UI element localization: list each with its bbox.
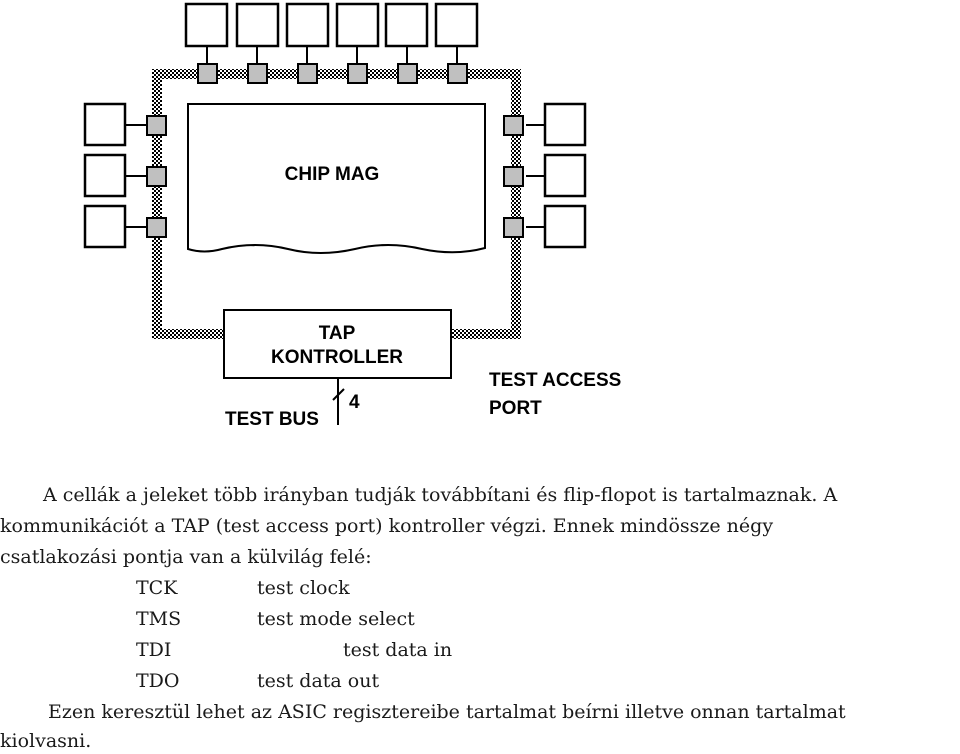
signal-name: TMS [136,608,182,630]
scan-cell [146,217,167,238]
scan-cell [297,63,318,84]
chip-core [187,103,486,254]
io-pin [83,153,127,198]
tap-label-line1: TAP [319,323,356,344]
scan-chain-path [152,69,521,339]
scan-cell [247,63,268,84]
io-pin [335,2,380,48]
scan-cell [503,166,524,187]
io-pin [543,204,587,249]
paragraph-line-3: csatlakozási pontja van a külvilág felé: [0,546,372,568]
signal-desc: test clock [257,577,350,599]
io-pin [285,2,330,48]
io-pin [543,153,587,198]
boundary-scan-cells [146,63,524,238]
tap-label-line2: KONTROLLER [271,347,403,368]
paragraph-line-1: A cellák a jeleket több irányban tudják … [43,484,838,506]
io-pin [83,102,127,147]
io-pin [543,102,587,147]
closing-line-2: kiolvasni. [0,730,92,752]
io-pins [83,2,587,249]
io-pin [235,2,280,48]
test-access-label-line2: PORT [489,398,542,419]
signal-desc: test data in [343,639,453,661]
io-pin [184,2,229,48]
signal-desc: test mode select [257,608,415,630]
io-pin [384,2,429,48]
scan-cell [347,63,368,84]
scan-cell [503,217,524,238]
closing-line-1: Ezen keresztül lehet az ASIC regiszterei… [48,701,846,723]
scan-cell [397,63,418,84]
boundary-scan-diagram: CHIP MAG TAP KONTROLLER 4 TEST BUS TEST … [83,2,621,430]
scan-cell [447,63,468,84]
test-bus-label: TEST BUS [225,409,319,430]
io-pin [434,2,479,48]
chip-label: CHIP MAG [285,164,380,185]
signal-name: TCK [136,577,178,599]
io-pin [83,204,127,249]
signal-desc: test data out [257,670,380,692]
scan-cell [146,166,167,187]
pin-connectors [125,46,545,228]
scan-cell [146,115,167,136]
scan-cell [503,115,524,136]
test-access-label-line1: TEST ACCESS [489,370,621,391]
bus-width-label: 4 [349,392,360,413]
signal-name: TDI [136,639,172,661]
signal-name: TDO [136,670,180,692]
test-bus-line [332,378,345,425]
paragraph-line-2: kommunikációt a TAP (test access port) k… [0,515,774,537]
scan-cell [197,63,218,84]
